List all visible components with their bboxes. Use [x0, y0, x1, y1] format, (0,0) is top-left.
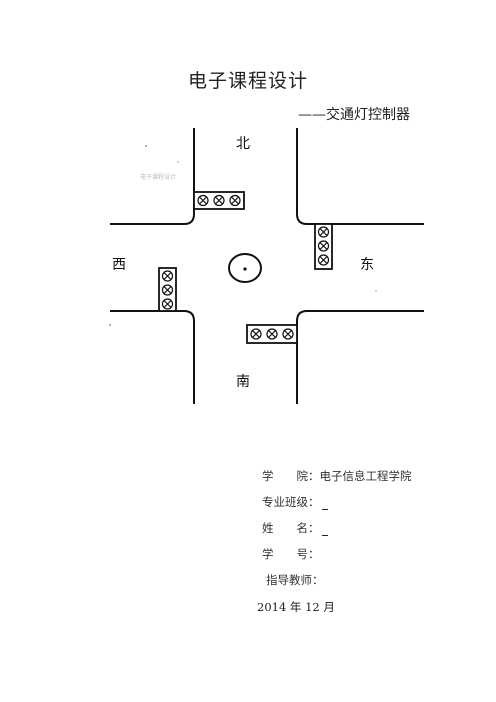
road-edge-se — [296, 310, 424, 404]
lamp-icon — [197, 194, 241, 207]
label-north: 北 — [236, 136, 250, 152]
traffic-light-west — [158, 267, 177, 312]
scan-speck — [145, 145, 147, 147]
college-value: 电子信息工程学院 — [319, 469, 412, 483]
road-edge-nw — [110, 128, 195, 225]
lamp-icon — [317, 226, 330, 266]
lamp-icon — [161, 270, 174, 310]
id-label: 学 号： — [262, 547, 320, 561]
scan-speck — [177, 161, 179, 163]
info-college: 学 院：电子信息工程学院 — [262, 468, 412, 484]
road-edge-sw — [110, 310, 195, 404]
info-teacher: 指导教师： — [266, 572, 324, 588]
traffic-light-north — [193, 191, 245, 210]
label-west: 西 — [112, 257, 126, 273]
traffic-light-south — [246, 324, 298, 344]
blank-underline — [321, 498, 328, 510]
label-south: 南 — [236, 374, 250, 390]
college-label: 学 院： — [262, 469, 320, 483]
name-label: 姓 名： — [262, 521, 320, 535]
blank-underline — [321, 524, 328, 536]
scan-speck — [375, 290, 377, 292]
center-dot — [243, 267, 247, 271]
road-edge-ne — [296, 128, 424, 225]
class-label: 专业班级： — [262, 495, 320, 509]
watermark: 电子课程设计 — [140, 174, 177, 181]
intersection-diagram: 北 南 西 东 — [109, 128, 424, 404]
scan-speck — [109, 324, 111, 326]
label-east: 东 — [360, 257, 374, 273]
document-title: 电子课程设计 — [187, 70, 308, 92]
center-circle — [228, 253, 262, 283]
traffic-light-east — [314, 223, 333, 270]
info-name: 姓 名： — [262, 520, 328, 536]
teacher-label: 指导教师： — [266, 573, 324, 587]
lamp-icon — [250, 328, 294, 340]
info-id: 学 号： — [262, 546, 320, 562]
document-date: 2014 年 12 月 — [257, 600, 335, 614]
document-subtitle: ——交通灯控制器 — [298, 107, 410, 123]
info-class: 专业班级： — [262, 494, 328, 510]
